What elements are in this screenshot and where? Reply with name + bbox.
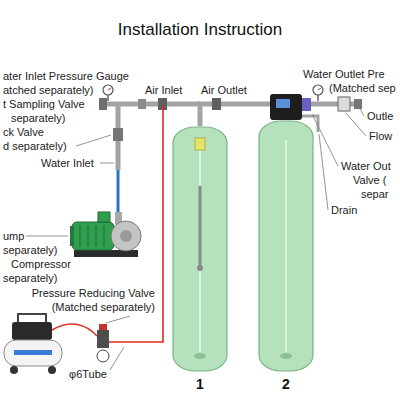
gauge-stem (107, 95, 109, 101)
compressor-wheel (48, 366, 56, 374)
part-label: Water Out (340, 160, 392, 173)
compressor-stripe (14, 350, 52, 355)
part-label: Drain (330, 204, 358, 217)
pipe-union (138, 99, 146, 109)
flow-meter (338, 97, 350, 111)
part-label: φ6Tube (68, 368, 108, 381)
reducing-valve-gauge (97, 350, 109, 362)
diagram-title: Installation Instruction (0, 20, 400, 40)
tank-outline (258, 120, 314, 392)
part-label: Compressor (10, 258, 72, 271)
tank-body (259, 121, 313, 371)
gauge-stem (317, 95, 319, 101)
inlet-manifold-pipe (100, 102, 200, 107)
part-label: atched separately) (2, 84, 95, 97)
outlet-end-valve (354, 99, 362, 109)
part-label: (Matched separately) (51, 301, 156, 314)
reducing-valve-knob (99, 324, 107, 330)
control-valve-head (270, 94, 302, 120)
tank-outline (172, 126, 228, 392)
water-tube (117, 170, 120, 212)
gauge-needle (108, 88, 111, 90)
filter-tank: 2 (258, 120, 314, 392)
part-label: ump (2, 230, 25, 243)
pressure-gauge (313, 85, 323, 95)
pump-motor (72, 222, 114, 250)
gauge-needle (318, 88, 321, 90)
leader-line (26, 109, 366, 370)
part-label: separately) (10, 112, 66, 125)
air-outlet-valve (212, 98, 221, 110)
part-label: Outle (366, 110, 394, 123)
air-tube (52, 324, 97, 336)
pump-hub (120, 230, 132, 242)
part-label: (Matched sep (328, 82, 397, 95)
pressure-switch (98, 212, 110, 222)
tank-body (173, 127, 227, 371)
distributor (280, 353, 292, 359)
part-label: Valve ( (352, 174, 387, 187)
distributor (194, 353, 206, 359)
sampling-valve (99, 98, 107, 110)
filter-tank: 1 (172, 126, 228, 392)
part-label: separ (360, 188, 390, 201)
part-label: ck Valve (2, 126, 45, 139)
air-tube-end (197, 265, 203, 271)
part-label: Water Outlet Pre (302, 68, 386, 81)
part-label: Water Inlet (40, 157, 95, 170)
part-label: Pressure Reducing Valve (31, 287, 156, 300)
motor-fins (80, 225, 104, 247)
pump-end-cap (70, 226, 74, 246)
part-label: d separately) (2, 140, 68, 153)
tank-number: 2 (282, 376, 290, 392)
compressor-motor (12, 322, 52, 340)
riser-tube (285, 140, 287, 352)
check-valve (113, 128, 123, 141)
compressor-handle (18, 314, 46, 322)
pump-head (111, 221, 141, 251)
part-label: ater Inlet Pressure Gauge (2, 70, 130, 83)
tank-number: 1 (196, 376, 204, 392)
compressor-tank (4, 340, 62, 366)
part-label: separately) (2, 272, 58, 285)
part-label: Air Inlet (144, 84, 183, 97)
part-label: Flow (368, 130, 393, 143)
float-valve (195, 138, 205, 150)
pressure-gauge (103, 85, 113, 95)
air-tube-inner (199, 186, 202, 266)
part-label: separately) (2, 244, 58, 257)
outlet-valve (302, 98, 311, 111)
riser-tube (199, 146, 201, 352)
part-label: Air Outlet (200, 84, 248, 97)
part-label: t Sampling Valve (2, 98, 86, 111)
control-display (276, 99, 290, 108)
compressor-wheel (10, 366, 18, 374)
reducing-valve-body (97, 330, 109, 348)
